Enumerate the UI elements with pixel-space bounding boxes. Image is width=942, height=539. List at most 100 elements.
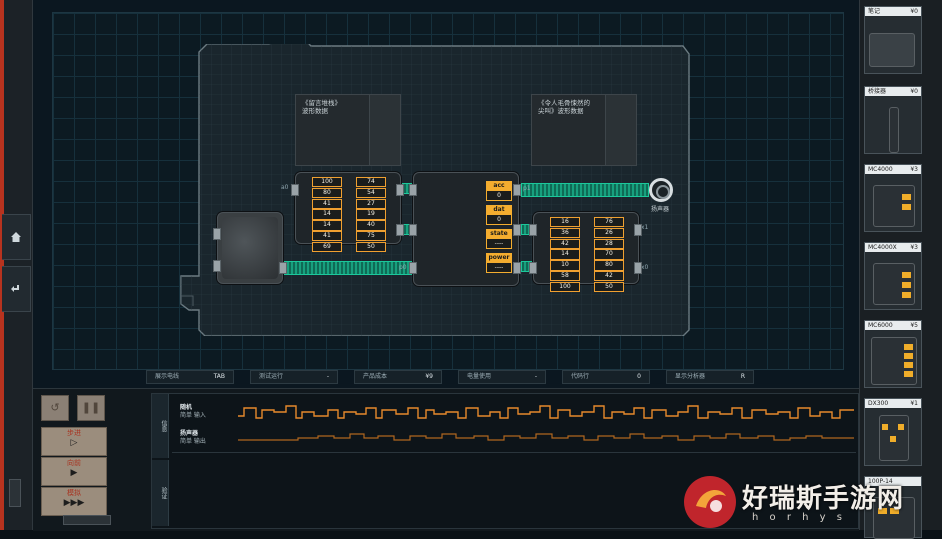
bus-p1 bbox=[521, 183, 649, 197]
play-icon: ▶ bbox=[70, 468, 78, 478]
pin bbox=[396, 184, 404, 196]
pin bbox=[409, 184, 417, 196]
note-left-side bbox=[369, 95, 400, 165]
status-value: R bbox=[740, 373, 745, 380]
palette-body bbox=[865, 17, 921, 73]
palette-body bbox=[865, 175, 921, 231]
waveform-viewer: 信息 验证 随机 简单 输入 扬声器 简单 输出 bbox=[151, 393, 859, 529]
watermark: 好瑞斯手游网 h o r h y s bbox=[682, 474, 942, 530]
tab-verify[interactable]: 验证 bbox=[152, 460, 169, 526]
status-show-wires[interactable]: 展示电线 TAB bbox=[146, 370, 234, 384]
memory-cell: 74 bbox=[356, 177, 386, 188]
note-right[interactable]: 《令人毛骨悚然的 尖叫》波形数据 bbox=[531, 94, 637, 166]
palette-item-mc4000[interactable]: MC4000¥3 bbox=[864, 164, 922, 232]
palette-item-bridge[interactable]: 桥接器¥0 bbox=[864, 86, 922, 154]
memory-cell: 10 bbox=[550, 260, 580, 271]
note-preview-icon bbox=[869, 33, 915, 67]
note-right-side bbox=[605, 95, 636, 165]
pin bbox=[513, 262, 521, 274]
status-test-run: 测试运行 - bbox=[250, 370, 338, 384]
status-value: ¥9 bbox=[425, 373, 433, 380]
pin bbox=[529, 224, 537, 236]
note-left[interactable]: 《留言堆栈》 波形数据 bbox=[295, 94, 401, 166]
palette-name: DX300 bbox=[868, 400, 889, 407]
input-sub: 简单 输入 bbox=[180, 412, 206, 419]
memory-cell: 50 bbox=[594, 281, 624, 293]
mc-controller-chip[interactable]: acc 0 dat 0 state ---- power ---- bbox=[413, 172, 519, 286]
pin bbox=[634, 262, 642, 274]
port-a0: a0 bbox=[281, 184, 289, 191]
palette-item-dx300[interactable]: DX300 ¥1 bbox=[864, 398, 922, 466]
fast-forward-icon: ▶▶▶ bbox=[63, 498, 85, 508]
volume-slider[interactable] bbox=[9, 479, 21, 507]
pause-button[interactable]: ❚❚ bbox=[77, 395, 105, 421]
register-value: 0 bbox=[486, 214, 512, 225]
fast-forward-button[interactable]: 模拟 ▶▶▶ bbox=[41, 487, 107, 516]
palette-header: MC4000X¥3 bbox=[865, 243, 921, 252]
back-button[interactable] bbox=[2, 266, 31, 312]
tab-info[interactable]: 信息 bbox=[152, 394, 169, 458]
register-value: ---- bbox=[486, 238, 512, 249]
port-x0: x0 bbox=[641, 264, 649, 271]
palette-price: ¥3 bbox=[910, 244, 918, 251]
register-label: state bbox=[486, 229, 512, 238]
mc6000-preview-icon bbox=[871, 337, 917, 385]
random-texture bbox=[222, 217, 278, 279]
home-icon bbox=[11, 232, 21, 242]
status-key: 显示分析器 bbox=[675, 373, 706, 380]
palette-item-mc6000[interactable]: MC6000¥5 bbox=[864, 320, 922, 388]
register-value: 0 bbox=[486, 190, 512, 201]
memory-cell: 76 bbox=[594, 217, 624, 228]
memory-cell: 100 bbox=[312, 177, 342, 188]
mc4000x-preview-icon bbox=[873, 263, 915, 305]
palette-header: 桥接器¥0 bbox=[865, 87, 921, 96]
random-source-chip[interactable] bbox=[217, 212, 283, 284]
palette-price: ¥0 bbox=[910, 88, 918, 95]
memory-cell: 80 bbox=[312, 187, 342, 199]
register-power: power ---- bbox=[486, 253, 512, 273]
divider bbox=[172, 452, 856, 453]
palette-header: 笔记¥0 bbox=[865, 7, 921, 16]
status-key: 电量使用 bbox=[467, 373, 492, 380]
palette-header: MC4000¥3 bbox=[865, 165, 921, 174]
memory-cell: 14 bbox=[312, 220, 342, 231]
run-button[interactable]: 向前 ▶ bbox=[41, 457, 107, 486]
port-p0: p0 bbox=[399, 264, 407, 271]
status-key: 测试运行 bbox=[259, 373, 284, 380]
palette-item-note[interactable]: 笔记¥0 bbox=[864, 6, 922, 74]
memory-cell: 70 bbox=[594, 249, 624, 260]
memory-cell: 27 bbox=[356, 198, 386, 209]
reset-icon: ↺ bbox=[50, 401, 60, 414]
speaker-icon[interactable] bbox=[649, 178, 673, 202]
memory-cell: 14 bbox=[312, 209, 342, 220]
status-cost: 产品成本 ¥9 bbox=[354, 370, 442, 384]
status-power: 电量使用 - bbox=[458, 370, 546, 384]
memory-cell: 100 bbox=[550, 281, 580, 293]
home-button[interactable] bbox=[2, 214, 31, 260]
bus-p0 bbox=[284, 261, 416, 275]
speed-slider[interactable] bbox=[63, 515, 111, 525]
memory-cell: 80 bbox=[594, 260, 624, 271]
pause-icon: ❚❚ bbox=[81, 401, 101, 414]
register-acc: acc 0 bbox=[486, 181, 512, 201]
register-state: state ---- bbox=[486, 229, 512, 249]
step-button[interactable]: 步进 ▷ bbox=[41, 427, 107, 456]
reset-button[interactable]: ↺ bbox=[41, 395, 69, 421]
register-label: acc bbox=[486, 181, 512, 190]
status-analyzer[interactable]: 显示分析器 R bbox=[666, 370, 754, 384]
palette-name: MC6000 bbox=[868, 322, 893, 329]
palette-item-mc4000x[interactable]: MC4000X¥3 bbox=[864, 242, 922, 310]
palette-body bbox=[865, 331, 921, 387]
register-dat: dat 0 bbox=[486, 205, 512, 225]
pin bbox=[409, 262, 417, 274]
status-key: 展示电线 bbox=[155, 373, 180, 380]
note-right-text: 《令人毛骨悚然的 尖叫》波形数据 bbox=[538, 99, 590, 115]
status-lines-of-code: 代码行 0 bbox=[562, 370, 650, 384]
step-label: 步进 bbox=[67, 429, 81, 437]
palette-price: ¥1 bbox=[910, 400, 918, 407]
